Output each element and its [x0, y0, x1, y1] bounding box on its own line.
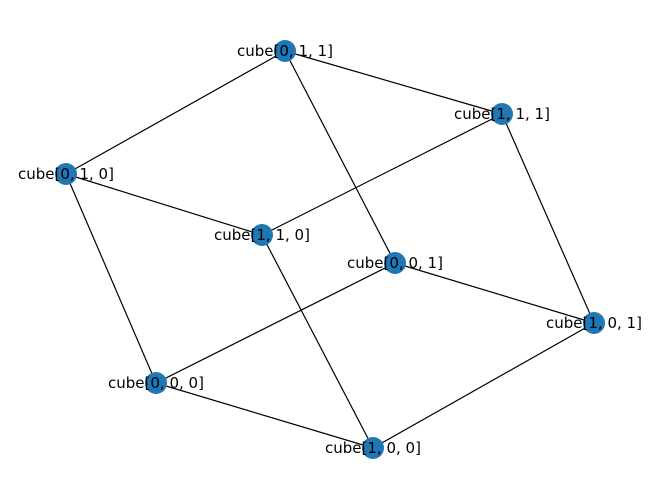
node-label-010: cube[0, 1, 0]: [18, 165, 114, 183]
label-layer: cube[0, 0, 0] cube[0, 0, 1] cube[0, 1, 0] c…: [18, 42, 642, 457]
node-label-011: cube[0, 1, 1]: [237, 42, 333, 60]
edge-100-110: [261, 234, 374, 449]
edge-011-111: [284, 50, 503, 115]
node-110: [251, 224, 273, 246]
node-010: [55, 163, 77, 185]
edge-001-101: [394, 262, 595, 324]
node-label-000: cube[0, 0, 0]: [108, 374, 204, 392]
node-label-100: cube[1, 0, 0]: [325, 439, 421, 457]
node-label-111: cube[1, 1, 1]: [454, 105, 550, 123]
node-label-110: cube[1, 1, 0]: [214, 226, 310, 244]
node-000: [145, 372, 167, 394]
edge-000-100: [155, 382, 374, 449]
edge-101-111: [501, 113, 595, 324]
node-label-101: cube[1, 0, 1]: [546, 314, 642, 332]
edge-000-010: [65, 173, 157, 384]
node-label-001: cube[0, 0, 1]: [347, 254, 443, 272]
edge-layer: [65, 50, 595, 449]
edge-001-011: [284, 50, 396, 264]
edge-010-011: [65, 50, 286, 175]
edge-010-110: [65, 173, 263, 236]
node-011: [274, 40, 296, 62]
node-100: [362, 437, 384, 459]
node-001: [384, 252, 406, 274]
node-101: [583, 312, 605, 334]
edge-100-101: [372, 322, 595, 449]
edge-000-001: [155, 262, 396, 384]
edge-110-111: [261, 113, 503, 236]
node-layer: [55, 40, 605, 459]
node-111: [491, 103, 513, 125]
